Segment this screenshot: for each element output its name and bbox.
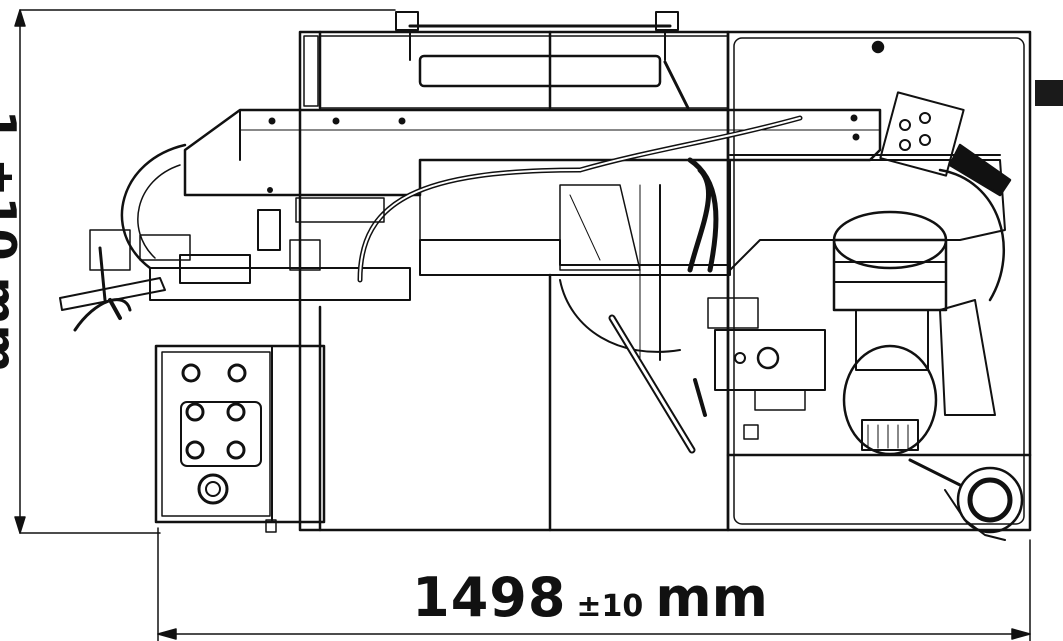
- hydraulic-block: [707, 297, 826, 411]
- electrical-panel: [154, 344, 326, 533]
- width-tolerance: ±10: [576, 589, 644, 624]
- coolant-pump: [908, 458, 1024, 541]
- height-dimension-line: [14, 9, 396, 534]
- width-dimension-label: 1498 ±10 mm: [150, 566, 1030, 629]
- right-wheel-housing: [879, 91, 1012, 302]
- feed-handle: [59, 229, 191, 332]
- base-cabinet: [298, 30, 730, 532]
- height-value: 1 ±10 mm: [0, 110, 26, 373]
- vise-table: [419, 184, 731, 361]
- width-dimension-line: [157, 527, 1031, 641]
- vise-clamp: [179, 197, 385, 284]
- saw-bow-arm: [183, 108, 1006, 271]
- top-tank: [319, 11, 729, 110]
- height-dimension-label: 1 ±10 mm: [0, 110, 28, 440]
- hydraulic-cylinder: [608, 314, 707, 454]
- right-cabinet: [726, 30, 1032, 532]
- edge-tab: [1035, 80, 1063, 106]
- coolant-hoses-inner: [359, 117, 801, 281]
- width-unit: mm: [655, 566, 768, 629]
- drive-motor: [832, 210, 996, 456]
- width-value: 1498: [412, 566, 567, 629]
